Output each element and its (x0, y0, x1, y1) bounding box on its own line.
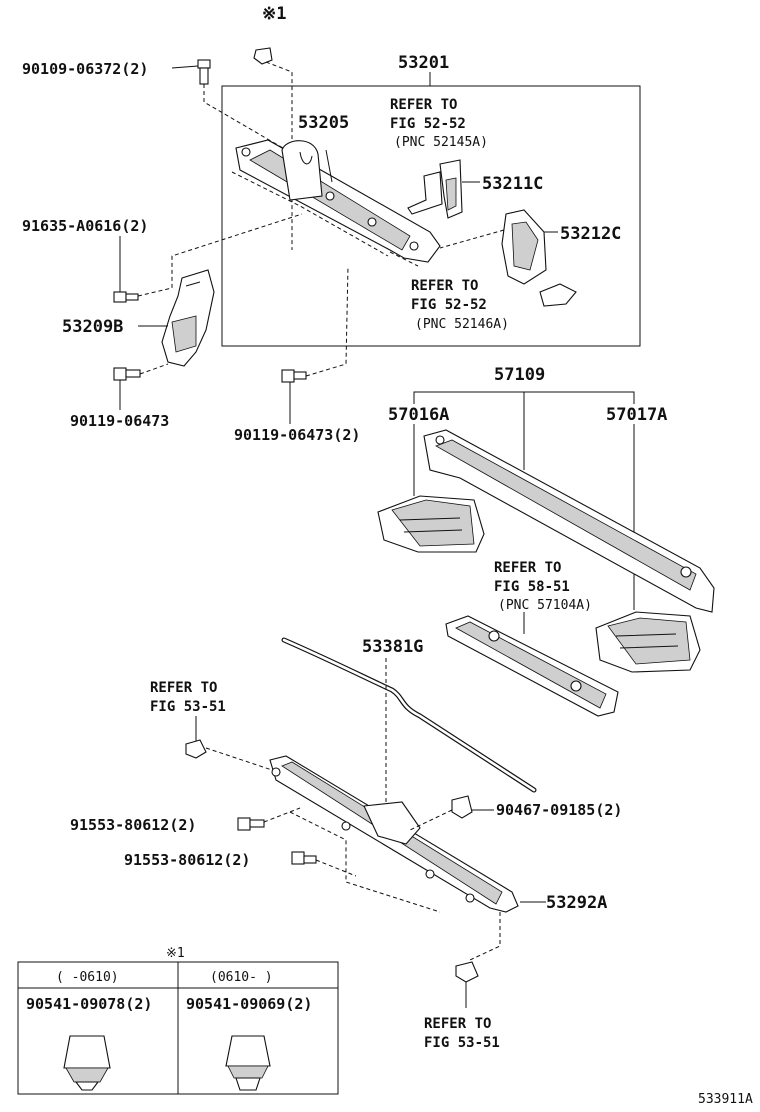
bracket-53211C (407, 159, 463, 219)
ref4-line2: FIG 53-51 (150, 699, 226, 715)
label-90119-06473: 90119-06473 (70, 412, 169, 430)
support-53292A (269, 755, 519, 913)
inset-col1-date: ( -0610) (56, 970, 119, 985)
catalog-id: 533911A (698, 1092, 753, 1107)
label-53201: 53201 (398, 53, 449, 73)
label-53381G: 53381G (362, 637, 423, 657)
ref5-line1: REFER TO (424, 1016, 491, 1032)
label-90119-06473-2: 90119-06473(2) (234, 426, 360, 444)
ref1-line1: REFER TO (390, 97, 457, 113)
reinforcement-57109 (423, 429, 715, 613)
label-57017A: 57017A (606, 405, 667, 425)
label-57109: 57109 (494, 365, 545, 385)
ref1-line3: (PNC 52145A) (394, 135, 488, 150)
inset-table (17, 961, 339, 1095)
label-53211C: 53211C (482, 174, 543, 194)
ref4-line1: REFER TO (150, 680, 217, 696)
label-90109-06372: 90109-06372(2) (22, 60, 148, 78)
ref5-line2: FIG 53-51 (424, 1035, 500, 1051)
note-mark-top: ※1 (262, 4, 286, 24)
label-53212C: 53212C (560, 224, 621, 244)
inset-col1-part: 90541-09078(2) (26, 995, 152, 1013)
label-53209B: 53209B (62, 317, 123, 337)
grommet-90541-09078-icon (63, 1035, 111, 1091)
ref3-line1: REFER TO (494, 560, 561, 576)
label-53292A: 53292A (546, 893, 607, 913)
clip-90467-icon (451, 795, 473, 819)
bolt-91553-b-icon (291, 851, 317, 865)
inset-col2-date: (0610- ) (210, 970, 273, 985)
bolt-90109-icon (197, 59, 211, 85)
label-91635-A0616: 91635-A0616(2) (22, 217, 148, 235)
clip-left-icon (185, 739, 207, 759)
seal-53381G (281, 637, 537, 793)
ref2-line2: FIG 52-52 (411, 297, 487, 313)
bolt-90119-center-icon (281, 369, 307, 383)
bracket-53209B (161, 269, 215, 367)
ref3-line3: (PNC 57104A) (498, 598, 592, 613)
bracket-ref-52146A (539, 283, 577, 307)
bolt-91553-a-icon (237, 817, 265, 831)
ref1-line2: FIG 52-52 (390, 116, 466, 132)
ref3-line2: FIG 58-51 (494, 579, 570, 595)
label-53205: 53205 (298, 113, 349, 133)
group-box-53201 (221, 85, 641, 347)
label-90467-09185: 90467-09185(2) (496, 801, 622, 819)
ref2-line3: (PNC 52146A) (415, 317, 509, 332)
inset-col2-part: 90541-09069(2) (186, 995, 312, 1013)
label-57016A: 57016A (388, 405, 449, 425)
bolt-90119-left-icon (113, 367, 141, 381)
member-57016A (377, 495, 485, 553)
member-57017A (595, 611, 701, 673)
clip-bottom-icon (455, 961, 479, 983)
radiator-support-53205 (235, 139, 441, 263)
grommet-90541-09069-icon (225, 1035, 271, 1091)
ref2-line1: REFER TO (411, 278, 478, 294)
bracket-53212C (501, 209, 547, 285)
inset-mark: ※1 (166, 946, 185, 961)
label-91553-80612-a: 91553-80612(2) (70, 816, 196, 834)
label-91553-80612-b: 91553-80612(2) (124, 851, 250, 869)
panel-ref-57104A (445, 615, 619, 717)
bolt-91635-icon (113, 291, 139, 303)
clip-part-icon (253, 47, 273, 65)
